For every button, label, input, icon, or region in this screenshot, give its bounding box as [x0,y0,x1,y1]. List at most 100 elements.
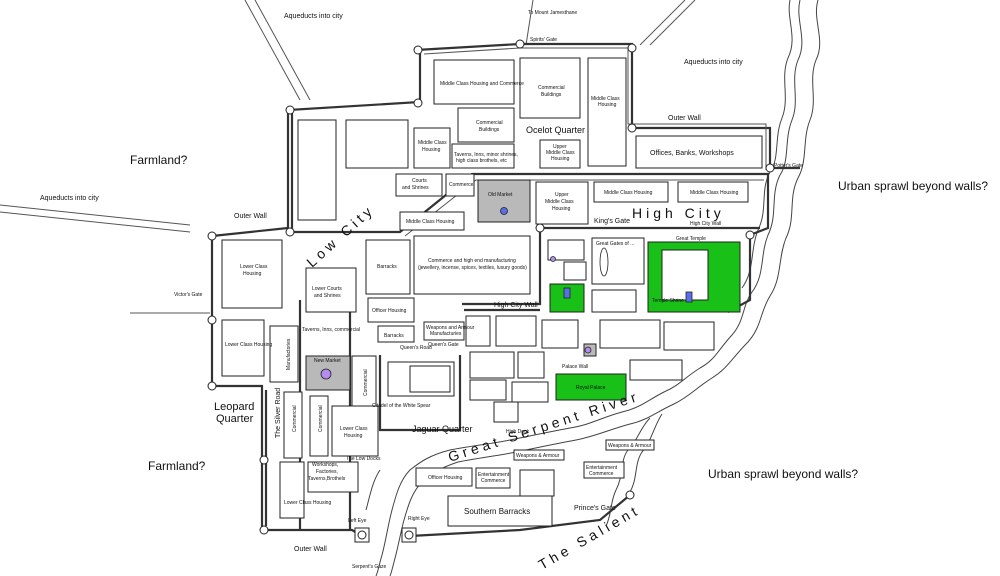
great-gates-label: Great Gates of ... [596,241,634,247]
queens-road-label: Queen's Road [400,345,432,351]
high-end-2-label: (jewellery, incense, spices, textiles, l… [418,265,527,271]
mc-housing-low-label: Middle Class Housing [406,219,455,225]
blue-marker [563,287,571,299]
high-city-wall-label-2: High City Wall [690,221,721,227]
commercial-v3-label: Commercial [318,405,324,432]
lc-housing-2b-label: Housing [344,433,363,439]
outer-wall-top-label: Outer Wall [668,115,701,122]
silver-road-label: The Silver Road [275,388,282,438]
workshops-1-label: Workshops, [312,462,338,468]
upper-mc-1-label: Upper [555,192,569,198]
entertainment-2b-label: Commerce [589,471,614,477]
victors-gate-label: Victor's Gate [174,292,203,298]
new-market-marker [320,368,332,380]
lc-housing-1b-label: Housing [243,271,262,277]
gate-structure [599,247,609,277]
aqueduct-top-label: Aqueducts into city [284,13,343,20]
potters-gate-label: Potter's Gate [774,163,803,169]
princes-gate-label: Prince's Gate [574,505,616,512]
lc-housing-bottom-label: Lower Class Housing [284,500,331,506]
entertainment-2a-label: Entertainment [586,465,618,471]
offices-label: Offices, Banks, Workshops [650,150,734,157]
queens-gate-label: Queen's Gate [428,342,459,348]
high-dock-label: High Dock [506,429,530,435]
jaguar-quarter-label: Jaguar Quarter [412,424,473,434]
high-end-1-label: Commerce and high end manufacturing [428,258,516,264]
commercial-1b-label: Buildings [541,92,562,98]
high-city-label: High City [632,205,725,221]
outer-wall-west-label: Outer Wall [234,213,267,220]
commercial-1a-label: Commercial [538,85,565,91]
aqueduct-labels: Aqueducts into city Aqueducts into city … [40,13,743,202]
farmland-south-label: Farmland? [148,459,206,473]
weapons-armour-1-label: Weapons and Armour [426,325,475,331]
spirits-gate-label: Spirits' Gate [530,37,557,43]
temple-marker [685,291,693,303]
upper-mc-small-1-label: Upper [553,144,567,150]
barracks-1-label: Barracks [377,264,397,270]
upper-mc-small-2-label: Middle Class [546,150,575,156]
markers [320,207,693,380]
mc-commerce-label: Middle Class Housing and Commerce [440,81,524,87]
temple-shrine-label: Temple Shrine [652,298,684,304]
lc-housing-1a-label: Lower Class [240,264,268,270]
region-labels: Farmland? Farmland? Urban sprawl beyond … [130,153,988,481]
high-city-wall-label-1: High City Wall [494,302,538,309]
mc-housing-mid-2-label: Housing [422,147,441,153]
manufactories-label: Manufactories [286,338,292,370]
mount-jamesthane-label: To Mount Jamesthane [528,10,577,16]
entertainment-1a-label: Entertainment [478,472,510,478]
leopard-label-2: Quarter [216,413,254,425]
taverns-1-label: Taverns, Inns, minor shrines, [454,152,518,158]
building-labels: Middle Class Housing and Commerce Commer… [225,81,739,516]
weapons-2-label: Weapons & Armour [608,443,652,449]
entertainment-1b-label: Commerce [481,478,506,484]
left-eye-label: Left Eye [348,518,367,524]
small-marker [550,256,556,262]
mc-housing-mid-1-label: Middle Class [418,140,447,146]
commercial-v2-label: Commercial [292,405,298,432]
mc-housing-right-2-label: Middle Class Housing [690,190,739,196]
kings-gate-label: King's Gate [594,218,630,225]
right-eye-label: Right Eye [408,516,430,522]
river-banks [365,0,821,576]
weapons-armour-2-label: Manufacturies [430,331,462,337]
taverns-inns-label: Taverns, Inns, commercial [302,327,360,333]
aqueduct-west-label: Aqueducts into city [40,195,99,202]
tower-labels: Left Eye Right Eye Serpent's Gaze [348,516,430,570]
taverns-2-label: high class brothels, etc [456,158,507,164]
gate-labels: Spirits' Gate Potter's Gate King's Gate … [174,37,803,512]
serpents-gaze-label: Serpent's Gaze [352,564,387,570]
farmland-north-label: Farmland? [130,153,188,167]
citadel-label: Citadel of the White Spear [372,403,431,409]
workshops-2-label: Factories, [316,469,338,475]
upper-mc-3-label: Housing [552,206,571,212]
commercial-v1-label: Commercial [363,369,369,396]
workshops-3-label: Taverns,Brothels [308,476,346,482]
officer-housing-2-label: Officer Housing [428,475,463,481]
mc-housing-top-1-label: Middle Class [591,96,620,102]
outer-wall-bottom-label: Outer Wall [294,546,327,553]
old-market-marker [500,207,508,215]
ocelot-quarter-label: Ocelot Quarter [526,125,585,135]
blocks [221,57,763,527]
commercial-2b-label: Buildings [479,127,500,133]
commercial-2a-label: Commercial [476,120,503,126]
sprawl-east-label: Urban sprawl beyond walls? [838,179,988,193]
new-market-label: New Market [314,358,341,364]
commerce-small-label: Commerce [449,182,474,188]
officer-housing-1-label: Officer Housing [372,308,407,314]
lc-housing-2a-label: Lower Class [340,426,368,432]
upper-mc-small-3-label: Housing [551,156,570,162]
lower-courts-1-label: Lower Courts [312,286,342,292]
aqueduct-top-right-label: Aqueducts into city [684,59,743,66]
great-temple-label: Great Temple [676,236,706,242]
leopard-label-1: Leopard [214,401,254,413]
lower-courts-2-label: and Shrines [314,293,341,299]
mc-housing-top-2-label: Housing [598,102,617,108]
royal-palace-label: Royal Palace [576,385,606,391]
wall-towers [207,39,775,543]
mc-housing-right-1-label: Middle Class Housing [604,190,653,196]
weapons-1-label: Weapons & Armour [516,453,560,459]
